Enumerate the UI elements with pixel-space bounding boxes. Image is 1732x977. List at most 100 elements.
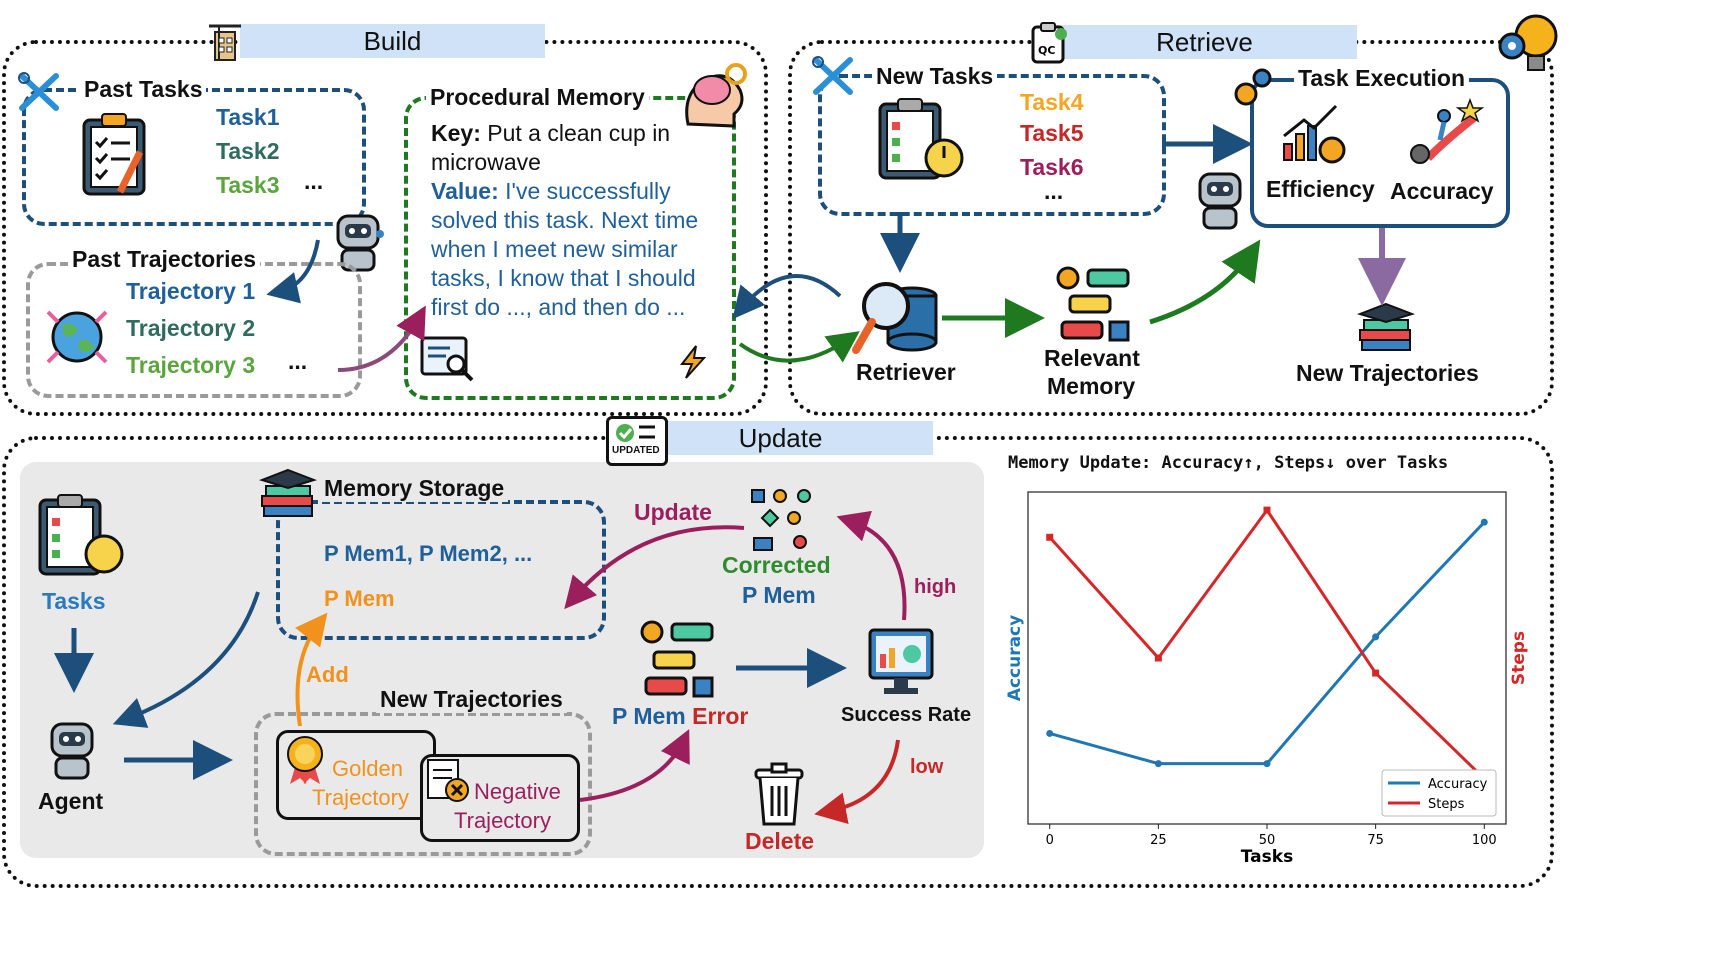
memory-books-icon — [258, 468, 318, 524]
lightning-icon — [674, 344, 710, 380]
accuracy-climber-icon — [1408, 97, 1485, 168]
arrow-negative-to-error — [579, 729, 690, 802]
books-graduation-icon — [1356, 302, 1416, 358]
retrieve-header-label: Retrieve — [1156, 27, 1253, 57]
update-header-label: Update — [738, 423, 823, 453]
p-mem-error-flow-icon — [634, 620, 722, 702]
relevant-memory-flow-icon — [1048, 264, 1136, 346]
legend-label-steps: Steps — [1428, 797, 1465, 812]
screen-search-icon — [420, 336, 476, 382]
corrected-label-1: Corrected — [722, 552, 831, 578]
past-trajectories-ellipsis: ... — [288, 348, 308, 374]
past-trajectory-3: Trajectory 3 — [126, 352, 256, 378]
chart-title: Memory Update: Accuracy↑, Steps↓ over Ta… — [1008, 453, 1449, 473]
y-axis-label-left: Accuracy — [1005, 615, 1025, 701]
series-point-steps — [1046, 533, 1054, 541]
relevant-memory-label-1: Relevant — [1044, 345, 1140, 371]
updated-badge-icon: UPDATED — [606, 416, 668, 466]
relevant-memory-label-2: Memory — [1047, 373, 1136, 399]
past-task-1: Task1 — [216, 104, 280, 130]
medal-icon — [284, 734, 326, 786]
arrow-robot-to-trajectories — [266, 239, 320, 304]
memory-storage-title: Memory Storage — [320, 475, 509, 502]
pm-value-line-3: when I meet new similar — [431, 236, 678, 262]
x-axis-label: Tasks — [1241, 847, 1293, 867]
new-trajectories-box — [254, 712, 592, 856]
update-arrow-label: Update — [634, 499, 712, 525]
arrow-relevant-to-execution — [1149, 239, 1261, 325]
build-header: Build — [240, 24, 545, 58]
memory-storage-line-1: P Mem1, P Mem2, ... — [324, 541, 533, 566]
series-line-accuracy — [1049, 521, 1486, 766]
low-label: low — [910, 756, 944, 778]
pm-key-label: Key: — [431, 120, 481, 146]
svg-text:QC: QC — [1038, 44, 1055, 57]
negative-doc-icon — [424, 756, 472, 806]
pm-value-line-1: I've successfully — [505, 178, 671, 204]
arrow-trajectories-to-memory — [337, 305, 426, 372]
past-tasks-ellipsis: ... — [304, 168, 324, 194]
x-tick-label: 25 — [1150, 833, 1167, 848]
brain-head-icon — [676, 60, 748, 132]
past-task-3: Task3 — [216, 172, 280, 198]
series-point-accuracy — [1480, 518, 1488, 526]
golden-trajectory-label-1: Golden — [332, 756, 403, 781]
robot-agent-icon — [328, 208, 388, 274]
lightbulb-gear-icon — [1496, 6, 1566, 78]
x-tick-label: 75 — [1367, 833, 1384, 848]
retriever-label: Retriever — [856, 359, 956, 385]
error-text: Error — [692, 703, 749, 729]
task-execution-title: Task Execution — [1294, 65, 1470, 92]
tools-icon — [18, 72, 62, 112]
series-point-accuracy — [1263, 760, 1271, 768]
updated-badge-text: UPDATED — [612, 445, 660, 456]
pm-value-line-2: solved this task. Next time — [431, 207, 699, 233]
past-tasks-title: Past Tasks — [80, 76, 207, 103]
new-tasks-ellipsis: ... — [1044, 178, 1064, 204]
arrow-golden-to-storage — [295, 612, 328, 727]
update-header: Update — [628, 421, 933, 455]
add-label: Add — [306, 662, 349, 687]
series-point-steps — [1154, 654, 1162, 662]
delete-label: Delete — [745, 828, 815, 854]
past-trajectory-2: Trajectory 2 — [126, 315, 256, 341]
pm-value-line-5: first do ..., and then do ... — [431, 294, 686, 320]
arrow-storage-to-agent — [112, 591, 260, 728]
golden-trajectory-label-2: Trajectory — [312, 785, 409, 810]
retrieve-header: Retrieve — [1052, 25, 1357, 59]
procedural-memory-title: Procedural Memory — [426, 84, 649, 111]
p-mem-error-label: P Mem Error — [612, 703, 748, 730]
series-point-accuracy — [1046, 729, 1054, 737]
new-task-5: Task5 — [1020, 120, 1084, 146]
arrow-success-to-delete — [814, 739, 900, 825]
pm-key-text-2: microwave — [431, 149, 541, 175]
efficiency-chart-icon — [1280, 100, 1352, 168]
y-axis-label-right: Steps — [1509, 631, 1529, 685]
globe-icon — [44, 304, 110, 370]
corrected-flow-icon — [750, 488, 814, 554]
agent-label: Agent — [38, 788, 104, 814]
retriever-database-icon — [850, 276, 942, 360]
past-trajectory-1: Trajectory 1 — [126, 278, 256, 304]
new-trajectories-label: New Trajectories — [1296, 360, 1479, 386]
new-tasks-title: New Tasks — [872, 63, 998, 90]
pm-value-label: Value: — [431, 178, 499, 204]
series-line-steps — [1048, 507, 1486, 780]
accuracy-label: Accuracy — [1390, 178, 1494, 204]
agent-robot-icon — [42, 716, 102, 782]
clipboard-checklist-icon — [78, 112, 158, 198]
pm-value-line: Value: I've successfully — [431, 178, 671, 205]
new-task-6: Task6 — [1020, 154, 1084, 180]
clipboard-timer-icon — [876, 98, 968, 184]
arrow-success-to-corrected — [836, 510, 907, 621]
high-label: high — [914, 576, 957, 598]
negative-trajectory-label-1: Negative — [474, 779, 561, 804]
success-rate-monitor-icon — [866, 626, 938, 700]
efficiency-label: Efficiency — [1266, 176, 1375, 202]
past-trajectories-title: Past Trajectories — [68, 246, 261, 273]
series-point-steps — [1263, 506, 1271, 514]
negative-trajectory-label-2: Trajectory — [454, 808, 551, 833]
arrow-corrected-to-storage — [564, 525, 745, 610]
